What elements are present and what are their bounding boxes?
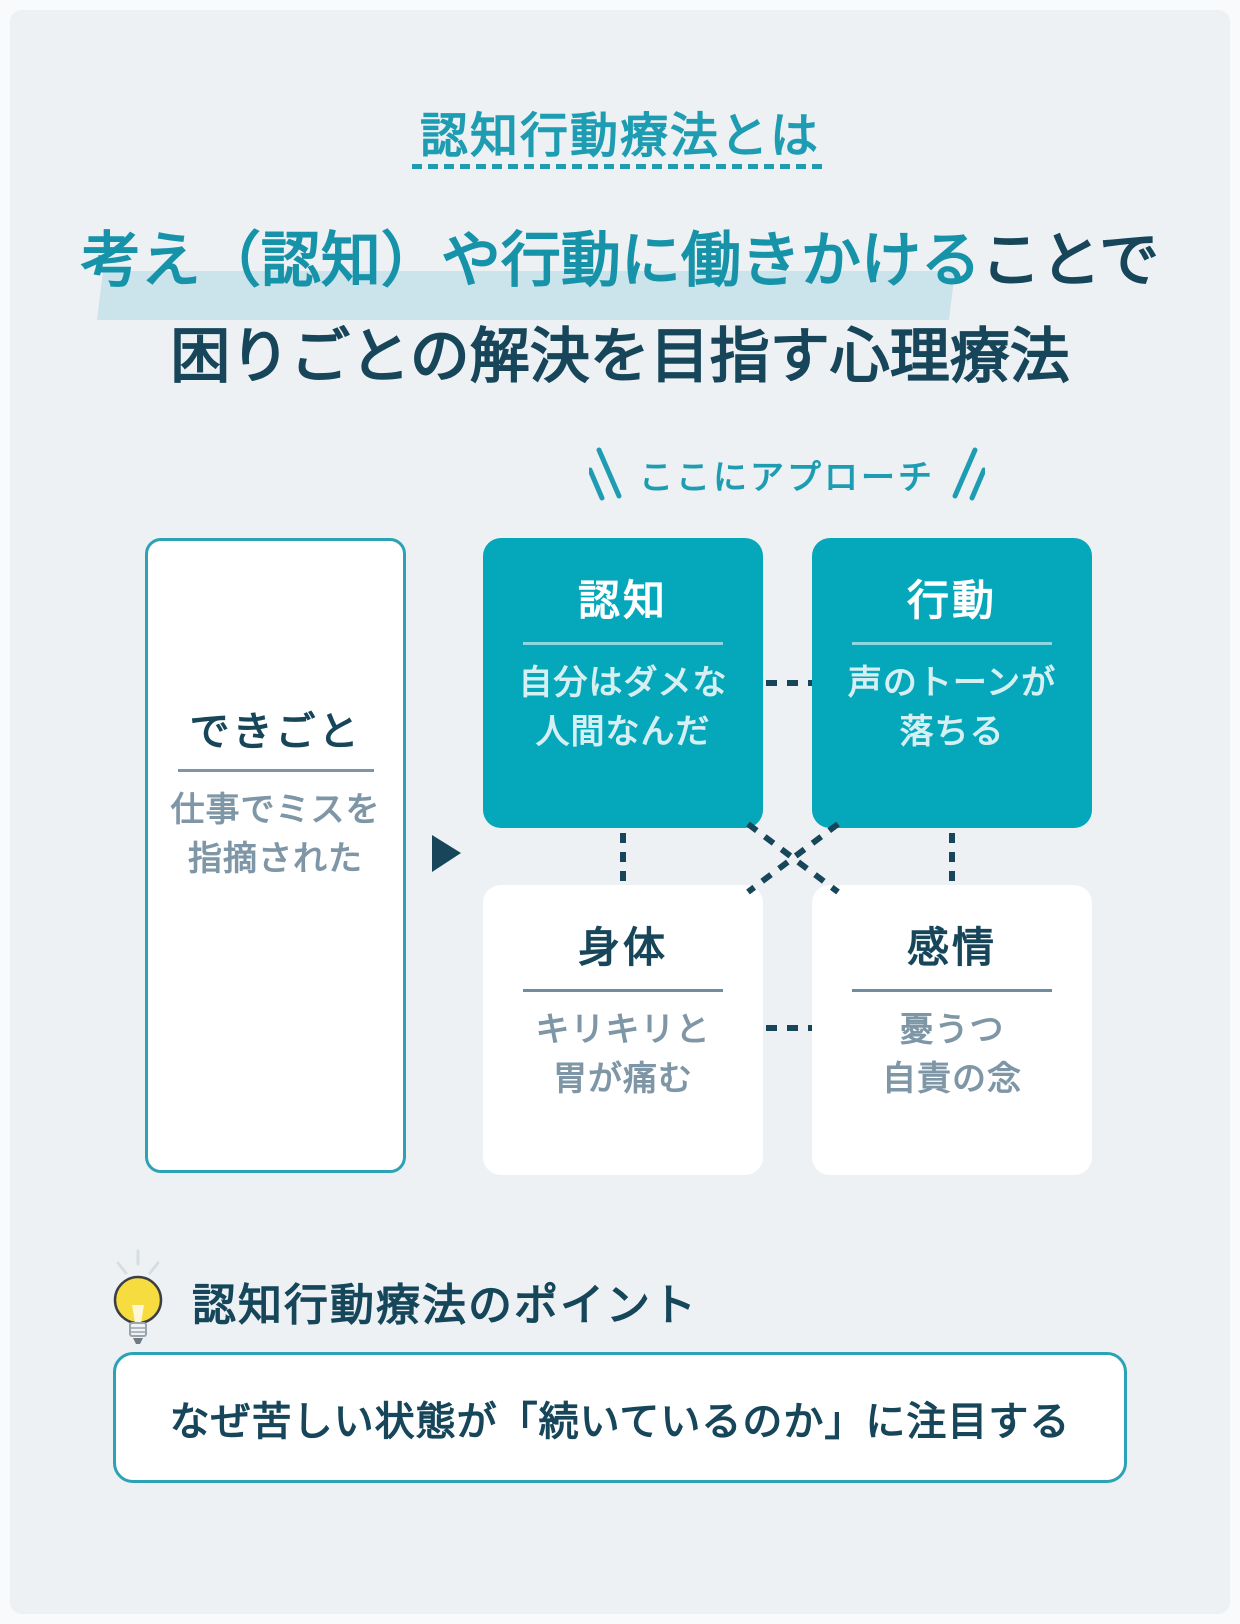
lightbulb-icon — [113, 1249, 163, 1344]
cognition-box-line2: 人間なんだ — [535, 713, 711, 751]
headline-line1: 考え（認知）や行動に働きかけることで — [0, 226, 1240, 296]
behavior-box: 行動 声のトーンが 落ちる — [812, 538, 1092, 828]
body-box-divider — [523, 989, 723, 992]
emotion-box-line1: 憂うつ — [899, 1011, 1005, 1049]
body-box-title: 身体 — [577, 924, 668, 971]
cognition-box-line1: 自分はダメな — [518, 664, 728, 702]
point-statement: なぜ苦しい状態が「続いているのか」に注目する — [169, 1399, 1071, 1444]
behavior-box-divider — [852, 642, 1052, 645]
emotion-box-divider — [852, 989, 1052, 992]
headline-line2: 困りごとの解決を目指す心理療法 — [170, 323, 1070, 390]
title-dashed-underline — [412, 164, 828, 169]
emotion-box: 感情 憂うつ 自責の念 — [812, 885, 1092, 1175]
approach-label: ここにアプローチ — [639, 458, 935, 497]
slash-left-icon — [589, 447, 622, 501]
event-box-line1: 仕事でミスを — [170, 791, 381, 829]
event-box: できごと 仕事でミスを 指摘された — [145, 538, 406, 1173]
slash-right-icon — [952, 447, 985, 501]
point-header: 認知行動療法のポイント — [110, 1242, 698, 1352]
approach-annotation: ここにアプローチ — [567, 442, 1007, 506]
cognition-box: 認知 自分はダメな 人間なんだ — [483, 538, 763, 828]
cognition-box-divider — [523, 642, 723, 645]
emotion-box-body: 憂うつ 自責の念 — [882, 1006, 1022, 1104]
point-statement-box: なぜ苦しい状態が「続いているのか」に注目する — [113, 1352, 1127, 1483]
emotion-box-line2: 自責の念 — [882, 1060, 1022, 1098]
behavior-box-line1: 声のトーンが — [847, 664, 1057, 702]
cognition-box-body: 自分はダメな 人間なんだ — [519, 659, 728, 757]
body-box: 身体 キリキリと 胃が痛む — [483, 885, 763, 1175]
event-box-line2: 指摘された — [188, 840, 363, 878]
cognition-box-title: 認知 — [577, 577, 668, 624]
body-box-line2: 胃が痛む — [553, 1060, 693, 1098]
body-box-line1: キリキリと — [535, 1011, 711, 1049]
event-box-body: 仕事でミスを 指摘された — [171, 786, 381, 884]
body-box-body: キリキリと 胃が痛む — [536, 1006, 711, 1104]
behavior-box-title: 行動 — [906, 577, 997, 624]
event-box-divider — [177, 769, 374, 772]
event-box-title: できごと — [189, 710, 362, 754]
point-heading: 認知行動療法のポイント — [192, 1281, 698, 1330]
behavior-box-body: 声のトーンが 落ちる — [848, 659, 1056, 757]
headline-rest-text: ことで — [980, 227, 1160, 294]
behavior-box-line2: 落ちる — [899, 713, 1005, 751]
headline-highlighted-text: 考え（認知）や行動に働きかける — [80, 227, 981, 294]
emotion-box-title: 感情 — [906, 924, 997, 971]
page-title: 認知行動療法とは — [419, 110, 820, 163]
